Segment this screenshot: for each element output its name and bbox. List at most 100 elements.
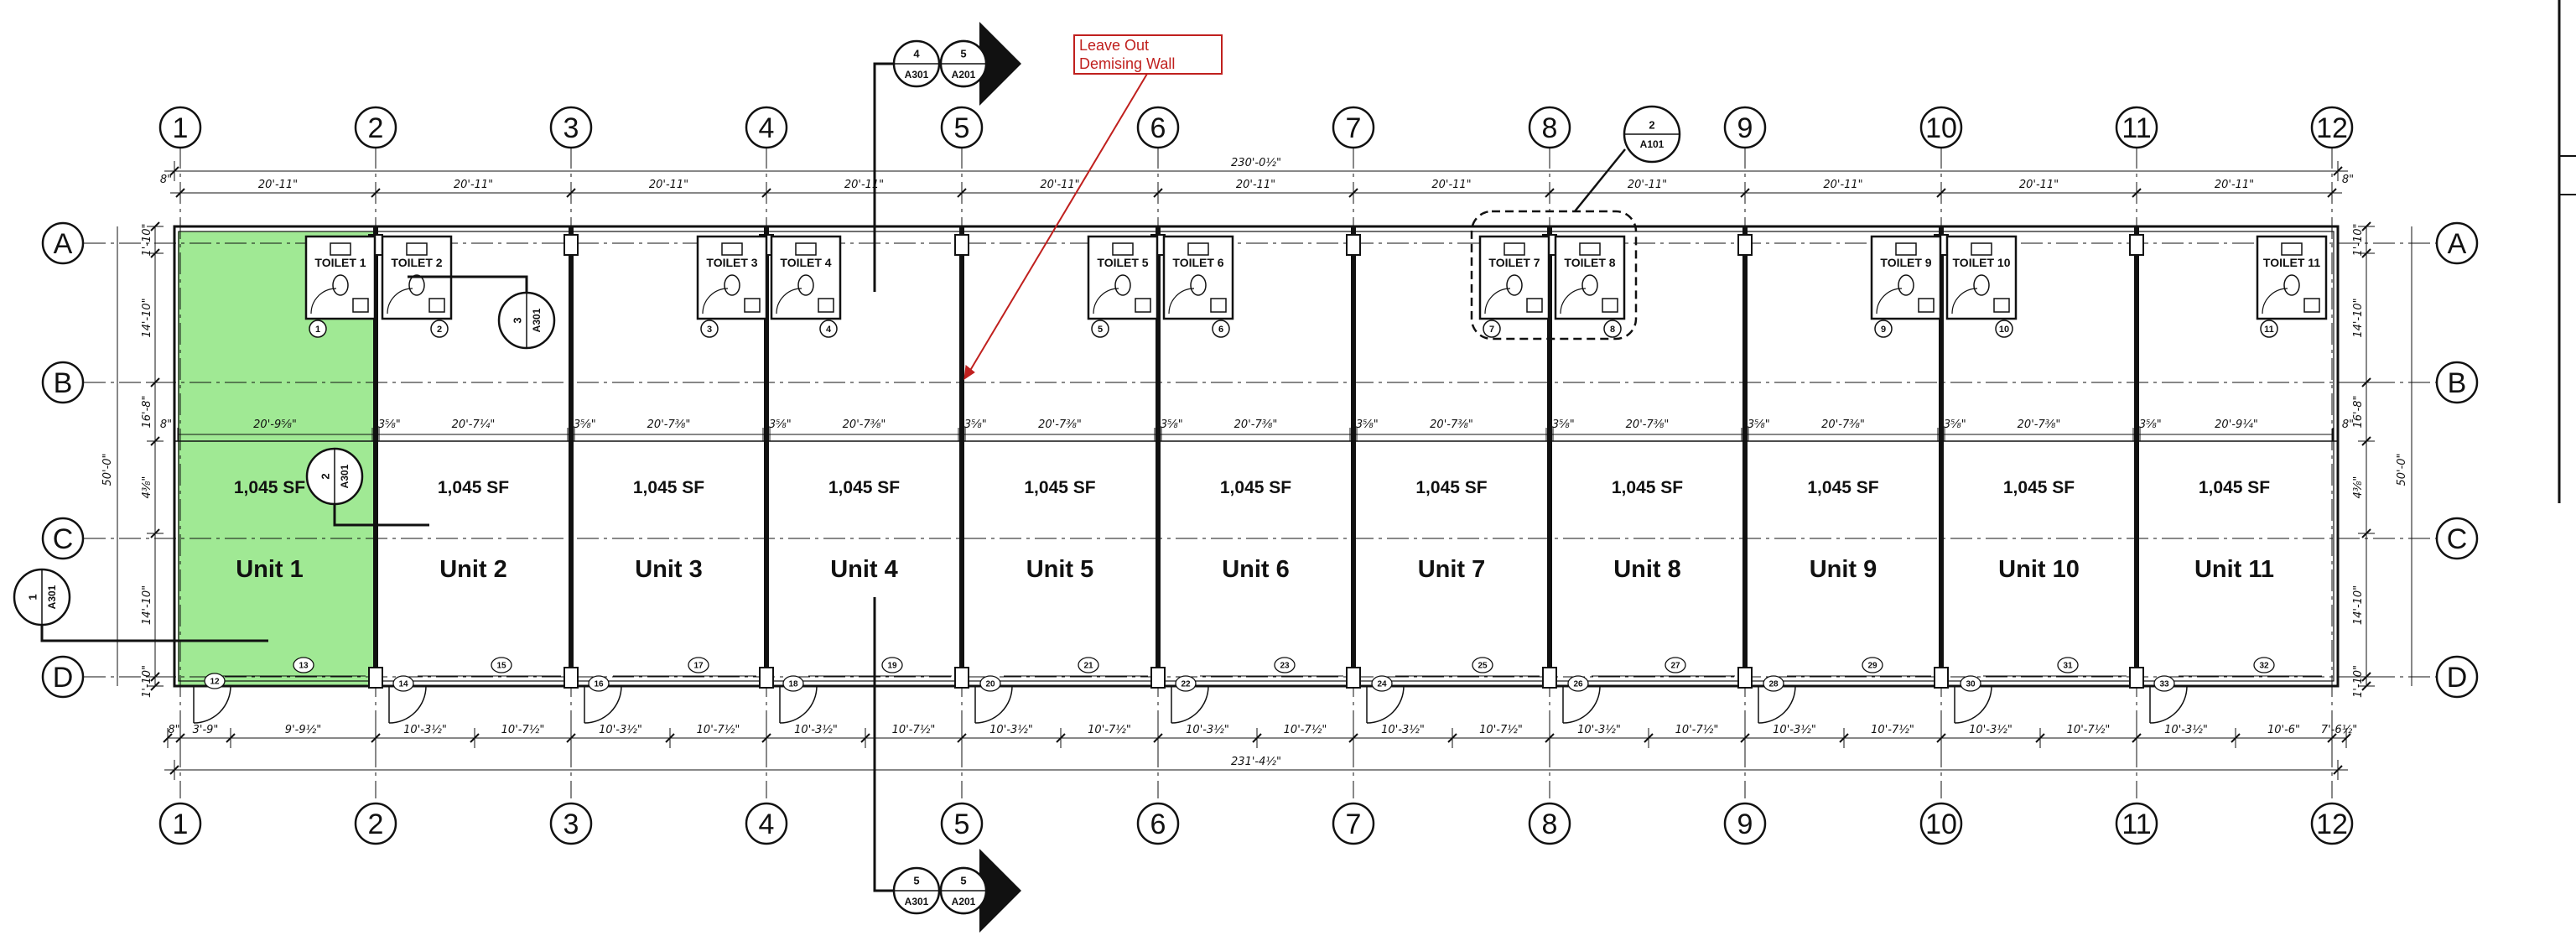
floor-drain	[1918, 298, 1935, 313]
toilet-fixture	[797, 274, 814, 296]
door-swing	[702, 288, 729, 315]
end-dim-label: 8"	[2342, 174, 2354, 186]
grid-bubble-label: 7	[1346, 112, 1362, 144]
grid-bubble-column	[549, 106, 593, 149]
exterior-wall	[173, 225, 2340, 688]
toilet-label: TOILET 4	[780, 256, 831, 269]
section-marker-bottom: 5A3015A2015A201	[892, 849, 1021, 933]
door-tag	[688, 657, 709, 673]
exterior-wall-inner	[178, 231, 2334, 682]
left-dim-label: 1'-10"	[141, 665, 153, 698]
door-tag	[1567, 675, 1589, 692]
bay-dim-top-slash	[1153, 188, 1163, 198]
interior-dim-label: -3⅝"	[1940, 419, 1966, 431]
door-tag-number: 31	[2063, 662, 2073, 671]
grid-bubble-column	[1723, 106, 1767, 149]
door-swing	[387, 288, 413, 315]
grid-bubble-label: 8	[1542, 808, 1558, 840]
annotation-leader	[965, 73, 1148, 378]
interior-dim-label: 20'-7⅜"	[2018, 419, 2061, 431]
bottom-dim-slash	[163, 733, 173, 743]
bay-dim-top-slash	[1545, 188, 1555, 198]
bottom-dim-label: 10'-7½"	[697, 724, 740, 736]
demising-wall	[569, 226, 574, 686]
bottom-dim-slash	[1644, 733, 1654, 743]
toilet-label: TOILET 5	[1097, 256, 1148, 269]
toilet-tag-number: 10	[1999, 325, 2009, 335]
door-swing	[1171, 685, 1209, 724]
section-callouts: 4A3015A2015A2015A3015A2015A2012A1013A301…	[13, 22, 1681, 933]
bottom-dim-label: 10'-7½"	[1479, 724, 1523, 736]
right-dim-label: 14'-10"	[2352, 298, 2365, 337]
door-swing	[1876, 288, 1903, 315]
right-dim-slash	[2361, 248, 2371, 258]
toilet-room: TOILET 11	[304, 235, 377, 338]
callout-leader	[40, 625, 268, 642]
toilet-label: TOILET 7	[1488, 256, 1540, 269]
door-tag-number: 30	[1966, 680, 1976, 689]
column	[1934, 667, 1949, 689]
grid-bubble-column	[1528, 802, 1571, 845]
grid-bubble-column	[1528, 106, 1571, 149]
annotation-box	[1073, 34, 1223, 75]
sink-fixture	[1895, 242, 1917, 256]
grid-bubble-label: 9	[1737, 808, 1753, 840]
unit-name: Unit 11	[2194, 556, 2274, 583]
section-sheet: A201	[952, 896, 976, 907]
right-dim-label: 14'-10"	[2352, 585, 2365, 625]
section-number: 5	[913, 875, 919, 887]
grid-bubble-label: D	[2447, 662, 2468, 694]
bottom-dim-slash	[1740, 733, 1750, 743]
door-swing	[193, 685, 231, 724]
door-tag-number: 18	[788, 680, 798, 689]
grid-bubble-label: 1	[173, 808, 189, 840]
toilet-tag-number: 1	[315, 325, 320, 335]
grid-bubble-row	[2435, 221, 2479, 265]
column	[954, 234, 969, 256]
bay-dim-top-label: 20'-11"	[258, 179, 298, 191]
unit-area: 1,045 SF	[1415, 478, 1487, 497]
section-number: 5	[960, 48, 966, 60]
demising-wall	[1351, 226, 1356, 686]
right-dim-label: 1'-10"	[2352, 665, 2365, 698]
sink-fixture	[1971, 242, 1992, 256]
toilet-tag	[309, 320, 327, 338]
unit-area: 1,045 SF	[633, 478, 704, 497]
toilet-tag	[1603, 320, 1622, 338]
grid-bubble-column	[1919, 802, 1963, 845]
interior-dim-label: 20'-7⅜"	[1430, 419, 1473, 431]
bay-dim-top-slash	[1936, 188, 1946, 198]
door-tag	[588, 675, 610, 692]
door-tag-number: 25	[1478, 662, 1488, 671]
bottom-dim-slash	[566, 733, 576, 743]
floor-drain	[1210, 298, 1227, 313]
bottom-dim-label: 10'-3½"	[1381, 724, 1425, 736]
bottom-dim-slash	[2132, 733, 2142, 743]
unit-name: Unit 2	[439, 556, 507, 583]
unit-area: 1,045 SF	[234, 478, 305, 497]
door-swing	[1168, 288, 1195, 315]
overall-dim-bottom-slash	[169, 765, 179, 775]
unit-area: 1,045 SF	[2199, 478, 2270, 497]
demising-wall	[1156, 226, 1161, 686]
floor-drain	[428, 298, 445, 313]
column	[954, 667, 969, 689]
overall-dim-top-slash	[169, 166, 179, 176]
door-tag-number: 17	[693, 662, 704, 671]
callout-number: 2	[319, 473, 332, 479]
door-tag	[1960, 675, 1981, 692]
section-number: 5	[960, 875, 966, 887]
bottom-dim-slash	[175, 733, 185, 743]
grid-bubble-row	[41, 361, 85, 404]
grid-bubble-column	[354, 106, 397, 149]
bottom-dim-label: 10'-3½"	[403, 724, 447, 736]
bottom-dim-label: 10'-7½"	[1871, 724, 1914, 736]
bottom-dim-label: 10'-3½"	[1969, 724, 2012, 736]
interior-dim-label: 20'-7⅜"	[843, 419, 886, 431]
bay-dim-top-label: 20'-11"	[454, 179, 493, 191]
bay-dim-top-slash	[566, 188, 576, 198]
column	[368, 667, 383, 689]
